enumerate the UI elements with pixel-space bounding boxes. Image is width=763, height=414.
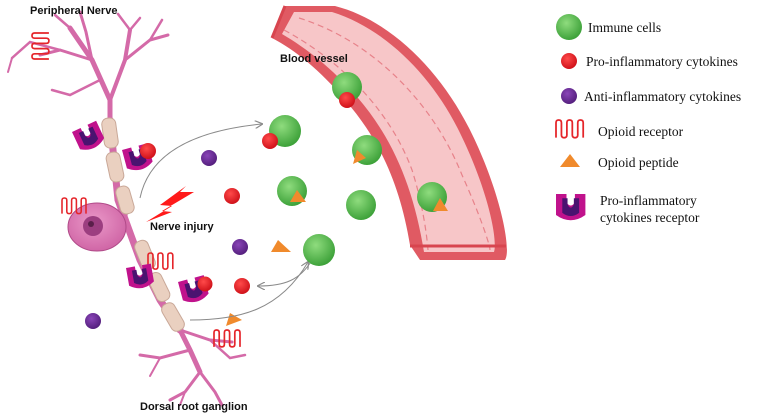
pro-inflammatory-cytokine	[197, 276, 213, 292]
lightning-bolt-icon	[146, 186, 194, 222]
immune-cell	[346, 190, 376, 220]
immune-cell	[417, 182, 448, 212]
blood-vessel-label: Blood vessel	[280, 53, 348, 65]
legend-label: Anti-inflammatory cytokines	[584, 89, 741, 104]
legend-item-immune-cells: Immune cells	[556, 14, 661, 40]
arrow	[139, 124, 262, 199]
legend-label: Opioid peptide	[598, 155, 679, 170]
legend-item-cytokine-receptor: Pro-inflammatory cytokines receptor	[556, 193, 700, 225]
legend-label: Pro-inflammatory cytokines	[586, 54, 738, 69]
legend-item-anti-inflammatory-cytokines: Anti-inflammatory cytokines	[561, 88, 741, 104]
neuron-soma	[67, 202, 127, 252]
opioid-peptide	[226, 313, 242, 326]
opioid-receptor	[213, 329, 241, 348]
opioid-receptor-icon	[555, 119, 585, 139]
opioid-peptide	[271, 240, 291, 252]
nerve-injury-label: Nerve injury	[150, 221, 214, 233]
immune-cell	[303, 234, 335, 266]
legend-label: Immune cells	[588, 20, 661, 35]
anti-inflammatory-cytokine	[85, 313, 101, 329]
legend-item-opioid-receptor: Opioid receptor	[555, 119, 684, 139]
purple-dot-icon	[561, 88, 577, 104]
legend-label: Pro-inflammatory	[600, 193, 697, 208]
myelin-sheath	[101, 117, 185, 332]
triangle-icon	[560, 154, 580, 167]
immune-cell	[352, 135, 382, 165]
red-dot-icon	[561, 53, 577, 69]
immune-cell-icon	[556, 14, 582, 40]
legend-item-opioid-peptide: Opioid peptide	[560, 154, 679, 170]
anti-inflammatory-cytokine	[232, 239, 248, 255]
peripheral-nerve-label: Peripheral Nerve	[30, 5, 117, 17]
cytokine-receptor-icon	[556, 194, 586, 221]
pro-inflammatory-cytokine	[140, 143, 156, 159]
blood-vessel	[270, 5, 507, 260]
legend-label: cytokines receptor	[600, 210, 700, 225]
legend-item-pro-inflammatory-cytokines: Pro-inflammatory cytokines	[561, 53, 738, 69]
immune-cell	[332, 72, 362, 108]
anti-inflammatory-cytokine	[201, 150, 217, 166]
pro-inflammatory-cytokine	[234, 278, 250, 294]
dorsal-root-ganglion-label: Dorsal root ganglion	[140, 401, 248, 413]
arrow	[189, 262, 308, 321]
legend-label: Opioid receptor	[598, 124, 684, 139]
cytokine-receptor	[72, 120, 107, 154]
pro-inflammatory-cytokine	[224, 188, 240, 204]
legend: Immune cells Pro-inflammatory cytokines …	[555, 14, 741, 225]
immune-cell	[262, 115, 301, 149]
arrow	[258, 259, 313, 286]
immune-cell	[277, 176, 307, 206]
